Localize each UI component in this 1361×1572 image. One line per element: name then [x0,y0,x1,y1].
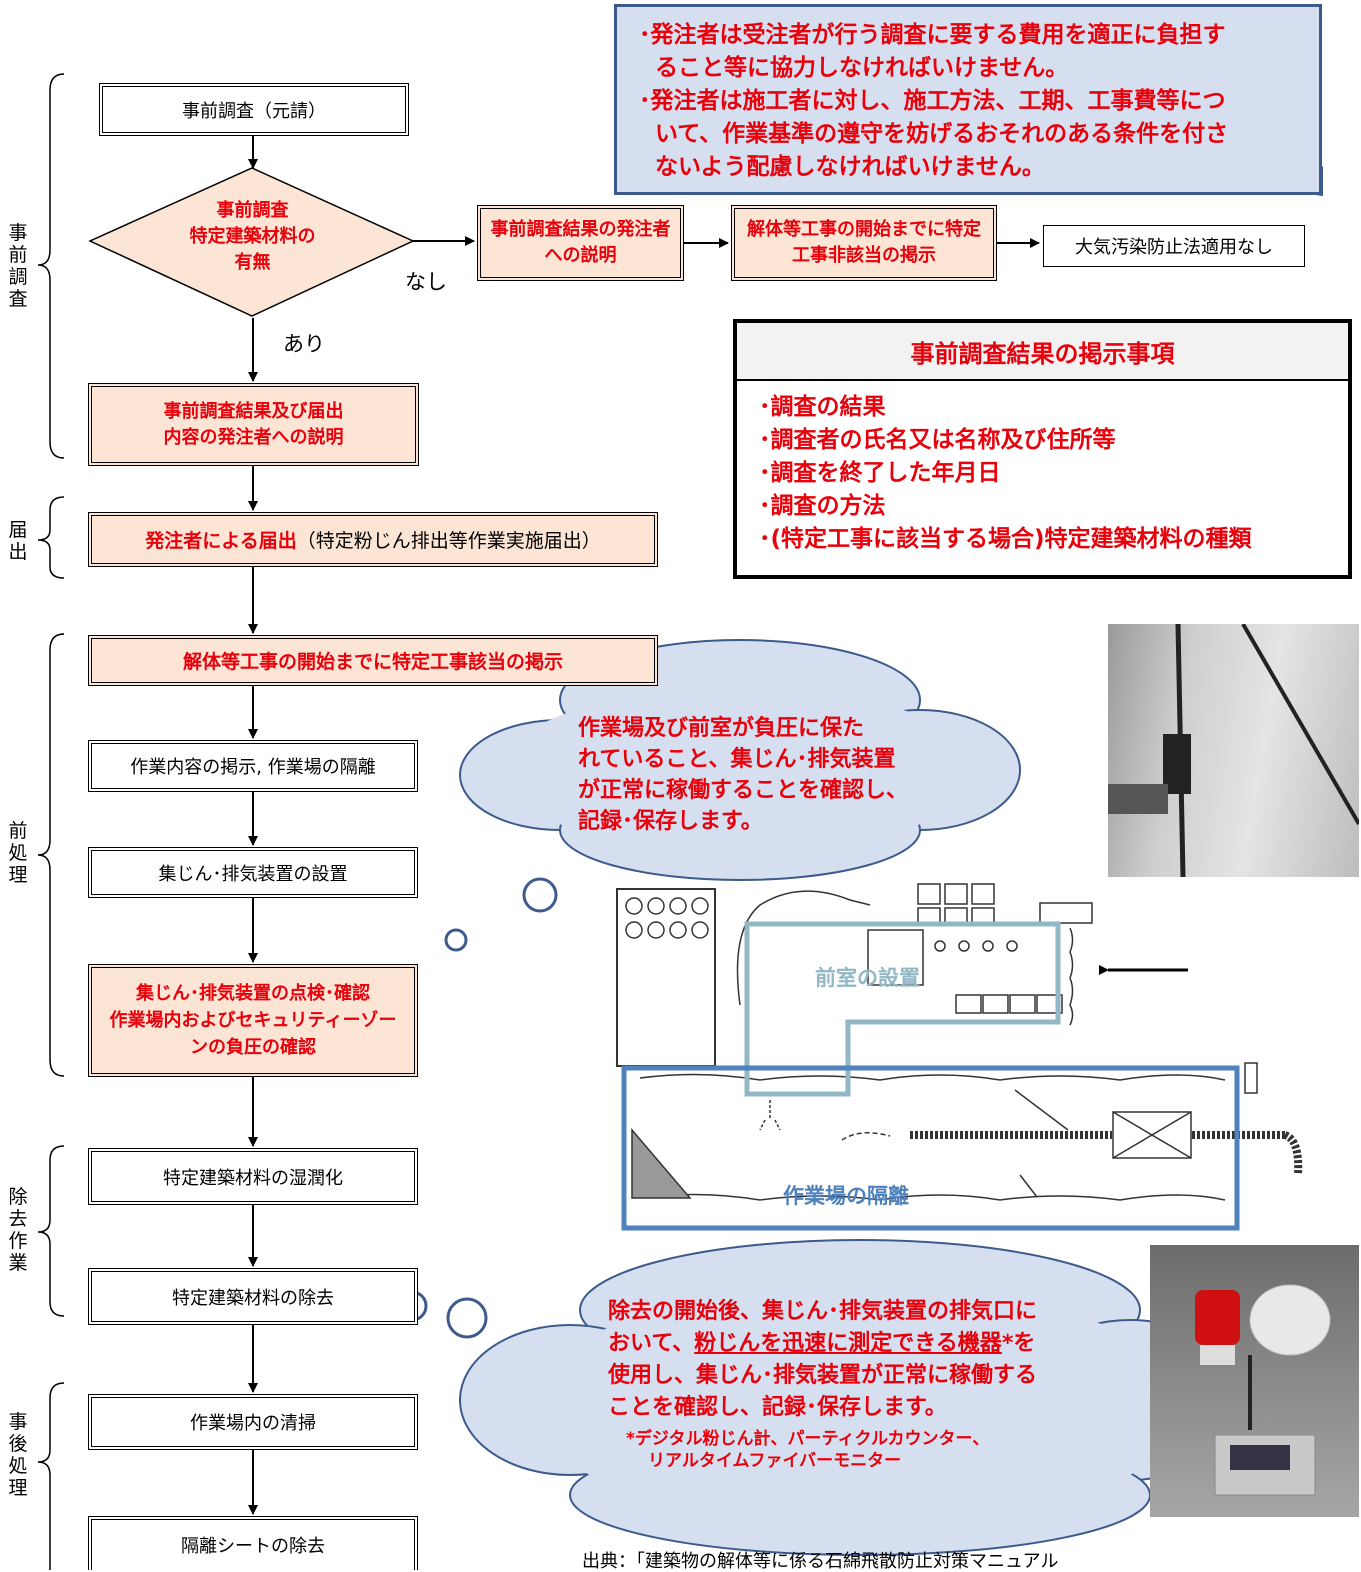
phase-char: 事 [8,222,28,244]
source-note: 出典：「建築物の解体等に係る石綿飛散防止対策マニュアル [582,1551,1059,1572]
decision-diamond [88,167,415,317]
brace-pre-survey [37,73,65,459]
cloud-negative-pressure-text: 作業場及び前室が負圧に保た れていること、集じん･排気装置 が正常に稼働すること… [578,713,978,837]
remove-box: 特定建築材料の除去 [88,1268,418,1325]
cloud2-note: *デジタル粉じん計、パーティクルカウンター、 [626,1429,990,1449]
cloud1-line: が正常に稼働することを確認し、 [578,778,909,803]
phase-char: 前 [8,244,28,266]
inspect-line: ンの負圧の確認 [190,1037,316,1058]
phase-char: 去 [8,1208,28,1230]
posting-item: ･調査者の氏名又は名称及び住所等 [759,427,1116,453]
brace-pretreatment [37,633,65,1077]
label-no: なし [405,270,447,294]
callout-line: ること等に協力しなければいけません。 [655,55,1069,81]
inspect-box: 集じん･排気装置の点検･確認 作業場内およびセキュリティーゾー ンの負圧の確認 [88,964,418,1077]
phase-label-notification: 届出 [7,519,29,563]
install-box: 集じん･排気装置の設置 [88,847,418,898]
notify-black-text: （特定粉じん排出等作業実施届出） [296,530,601,552]
no-result-box: 大気汚染防止法適用なし [1043,225,1305,267]
decision-line: 事前調査 [216,200,289,221]
callout-line: ないよう配慮しなければいけません。 [655,154,1045,180]
phase-char: 処 [8,1455,28,1477]
label-yes: あり [283,332,325,356]
callout-line: ･発注者は施工者に対し、施工方法、工期、工事費等につ [639,88,1226,114]
phase-char: 調 [8,266,28,288]
cloud2-line-part: おいて、 [608,1331,695,1356]
phase-char: 処 [8,842,28,864]
cloud2-note: リアルタイムファイバーモニター [648,1451,902,1471]
cloud-negative-pressure [459,639,1021,881]
phase-char: 理 [8,1477,28,1499]
phase-char: 理 [8,864,28,886]
orderer-callout: ･発注者は受注者が行う調査に要する費用を適正に負担す ること等に協力しなければい… [614,4,1322,195]
bubble-dot [446,1297,488,1339]
cloud1-line: れていること、集じん･排気装置 [578,747,896,772]
phase-char: 作 [8,1230,28,1252]
inspect-line: 作業場内およびセキュリティーゾー [109,1010,397,1031]
yes-explain-line: 事前調査結果及び届出 [163,400,344,422]
negative-pressure-photo [1108,624,1359,877]
decision-line: 有無 [234,252,271,273]
posting-item: ･調査の結果 [759,394,886,420]
cloud-dust-measurement [459,1239,1241,1556]
decision-line: 特定建築材料の [189,226,316,247]
cloud1-line: 記録･保存します。 [578,809,763,834]
cloud2-line: ことを確認し、記録･保存します。 [608,1395,947,1420]
callout-line: いて、作業基準の遵守を妨げるおそれのある条件を付さ [655,121,1229,147]
clean-box: 作業場内の清掃 [88,1394,418,1450]
phase-char: 査 [8,288,28,310]
no-step2-box: 解体等工事の開始までに特定工事非該当の掲示 [731,205,997,281]
cloud2-line: おいて、粉じんを迅速に測定できる機器*を [608,1328,1148,1360]
sheet-box: 隔離シートの除去 [88,1516,418,1570]
inspect-line: 集じん･排気装置の点検･確認 [136,983,370,1004]
decision-text: 事前調査 特定建築材料の 有無 [150,198,355,276]
yes-explain-line: 内容の発注者への説明 [163,426,344,448]
notify-box: 発注者による届出（特定粉じん排出等作業実施届出） [88,512,658,567]
posting-items-panel: 事前調査結果の掲示事項 ･調査の結果 ･調査者の氏名又は名称及び住所等 ･調査を… [733,319,1352,579]
survey-box: 事前調査（元請） [99,83,409,136]
cloud2-line: 除去の開始後、集じん･排気装置の排気口に [608,1299,1038,1324]
posting-items-list: ･調査の結果 ･調査者の氏名又は名称及び住所等 ･調査を終了した年月日 ･調査の… [737,381,1348,556]
phase-char: 届 [8,519,28,541]
brace-notification [37,496,65,579]
bubble-dot [444,928,468,952]
phase-label-post-treatment: 事後処理 [7,1411,29,1499]
posting-items-title: 事前調査結果の掲示事項 [737,323,1348,381]
phase-char: 除 [8,1186,28,1208]
yes-explain-box: 事前調査結果及び届出 内容の発注者への説明 [88,383,419,466]
phase-char: 出 [8,541,28,563]
phase-char: 事 [8,1411,28,1433]
posting-box: 解体等工事の開始までに特定工事該当の掲示 [88,635,658,686]
cloud2-line: 使用し、集じん･排気装置が正常に稼働する [608,1363,1038,1388]
cloud2-underlined: 粉じんを迅速に測定できる機器 [694,1331,1002,1356]
cloud1-line: 作業場及び前室が負圧に保た [578,716,865,741]
dust-monitor-photo [1150,1245,1359,1517]
anteroom-label: 前室の設置 [815,966,920,990]
posting-item: ･調査を終了した年月日 [759,460,1001,486]
layout-schematic [616,883,1303,1201]
phase-char: 後 [8,1433,28,1455]
no-step1-box: 事前調査結果の発注者への説明 [477,205,684,281]
phase-label-pretreatment: 前処理 [7,820,29,886]
bubble-dot [522,877,558,913]
callout-line: ･発注者は受注者が行う調査に要する費用を適正に負担す [639,22,1226,48]
posting-item: ･調査の方法 [759,493,886,519]
phase-char: 業 [8,1252,28,1274]
cloud2-line-part: *を [1001,1331,1036,1356]
isolation-box: 作業内容の掲示, 作業場の隔離 [88,740,418,792]
cloud-dust-measurement-text: 除去の開始後、集じん･排気装置の排気口に おいて、粉じんを迅速に測定できる機器*… [608,1296,1148,1472]
wet-box: 特定建築材料の湿潤化 [88,1148,418,1205]
notify-red-text: 発注者による届出 [145,530,297,552]
work-area-outline [621,1065,1240,1231]
phase-label-removal: 除去作業 [7,1186,29,1274]
phase-char: 前 [8,820,28,842]
isolation-area-label: 作業場の隔離 [783,1184,909,1208]
posting-item: ･(特定工事に該当する場合)特定建築材料の種類 [759,526,1252,552]
phase-label-pre-survey: 事前調査 [7,222,29,310]
brace-post-treatment [37,1382,65,1570]
brace-removal [37,1145,65,1317]
anteroom-outline [744,921,1061,1097]
